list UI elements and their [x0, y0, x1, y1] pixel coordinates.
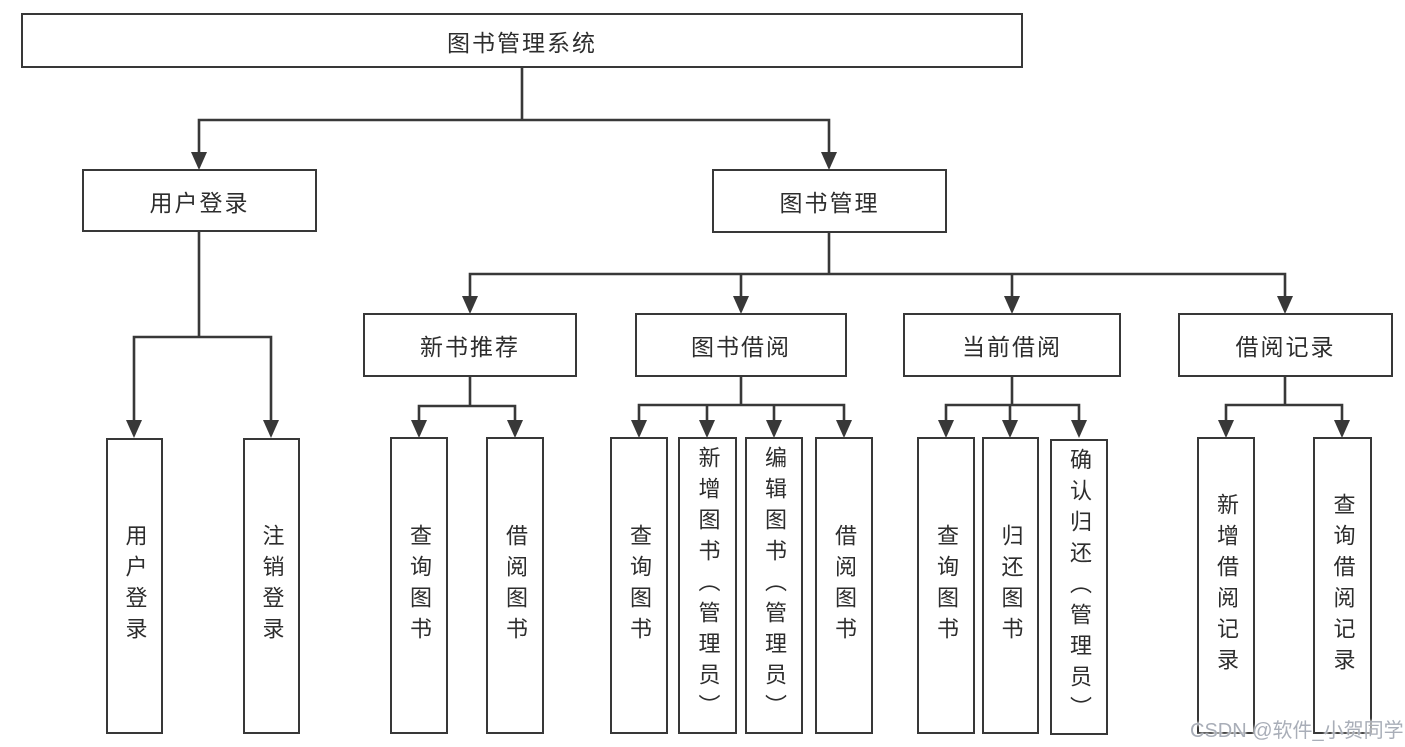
node-book-management-label: 图书管理 — [779, 190, 880, 216]
node-book-borrowing-label: 图书借阅 — [691, 334, 791, 360]
node-leaf-logout: 注销登录 — [243, 438, 300, 734]
node-leaf-edit-book-admin: 编辑图书（管理员） — [745, 437, 803, 734]
node-leaf-search-books-2: 查询图书 — [610, 437, 668, 734]
node-leaf-search-books-1-label: 查询图书 — [407, 523, 432, 648]
node-leaf-confirm-return-admin: 确认归还（管理员） — [1050, 439, 1108, 735]
node-leaf-edit-book-admin-label: 编辑图书（管理员） — [762, 446, 787, 725]
node-borrowing-records-label: 借阅记录 — [1235, 334, 1336, 360]
node-leaf-borrow-books-1: 借阅图书 — [486, 437, 544, 734]
node-leaf-user-login-label: 用户登录 — [122, 524, 148, 648]
node-root-label: 图书管理系统 — [447, 29, 597, 56]
node-leaf-search-books-3-label: 查询图书 — [934, 523, 959, 648]
node-borrowing-records: 借阅记录 — [1178, 313, 1393, 377]
node-leaf-logout-label: 注销登录 — [259, 524, 285, 648]
node-leaf-borrow-books-2: 借阅图书 — [815, 437, 873, 734]
node-leaf-add-book-admin-label: 新增图书（管理员） — [695, 446, 721, 725]
arrowheads — [126, 152, 1350, 438]
node-user-login-label: 用户登录 — [149, 189, 250, 216]
node-leaf-borrow-books-1-label: 借阅图书 — [503, 523, 528, 648]
node-current-borrowing-label: 当前借阅 — [962, 334, 1062, 360]
node-leaf-add-book-admin: 新增图书（管理员） — [678, 437, 737, 734]
node-leaf-add-borrow-record-label: 新增借阅记录 — [1214, 492, 1239, 679]
node-leaf-search-books-1: 查询图书 — [390, 437, 448, 734]
node-user-login: 用户登录 — [82, 169, 317, 232]
node-leaf-return-books: 归还图书 — [982, 437, 1039, 734]
node-new-book-recommendation-label: 新书推荐 — [420, 334, 520, 360]
node-leaf-search-books-2-label: 查询图书 — [627, 523, 652, 648]
node-leaf-search-borrow-record-label: 查询借阅记录 — [1330, 492, 1356, 679]
node-leaf-borrow-books-2-label: 借阅图书 — [832, 523, 857, 648]
node-leaf-add-borrow-record: 新增借阅记录 — [1197, 437, 1255, 734]
node-leaf-confirm-return-admin-label: 确认归还（管理员） — [1067, 447, 1092, 727]
node-leaf-return-books-label: 归还图书 — [998, 523, 1024, 648]
csdn-watermark: CSDN @软件_小贺同学 — [1190, 720, 1404, 742]
node-leaf-search-books-3: 查询图书 — [917, 437, 975, 734]
node-leaf-user-login: 用户登录 — [106, 438, 163, 734]
node-current-borrowing: 当前借阅 — [903, 313, 1121, 377]
node-leaf-search-borrow-record: 查询借阅记录 — [1313, 437, 1372, 734]
node-book-borrowing: 图书借阅 — [635, 313, 847, 377]
node-root: 图书管理系统 — [21, 13, 1023, 68]
node-book-management: 图书管理 — [712, 169, 947, 233]
node-new-book-recommendation: 新书推荐 — [363, 313, 577, 377]
